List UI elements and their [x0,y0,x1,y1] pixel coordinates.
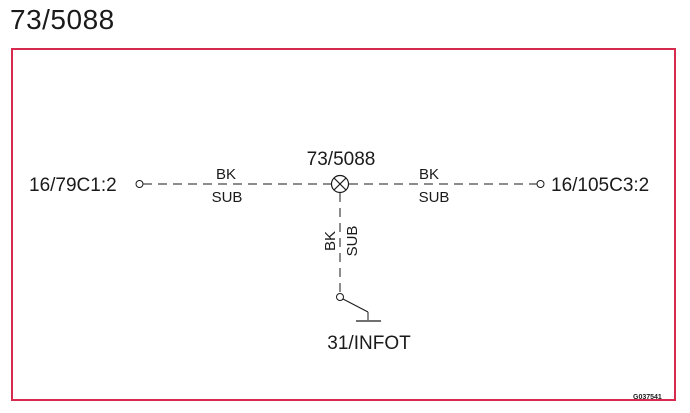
wire-left-color: BK [216,166,236,183]
terminal-right [536,180,545,188]
terminal-left [135,180,144,188]
terminal-bottom [336,293,344,301]
reference-code: G037541 [633,394,662,401]
right-connector-label: 16/105C3:2 [551,175,649,196]
wire-down-type: SUB [344,226,361,257]
diagram-frame [11,48,676,401]
ground-label: 31/INFOT [327,333,411,354]
splice-icon [330,174,350,194]
wire-down-color: BK [322,231,339,251]
page-title: 73/5088 [10,4,115,35]
ground-icon [342,298,381,322]
wire-right-color: BK [419,166,439,183]
center-node-label: 73/5088 [307,149,376,170]
wire-right-type: SUB [419,189,450,206]
left-connector-label: 16/79C1:2 [29,175,117,196]
wire-left-type: SUB [212,189,243,206]
